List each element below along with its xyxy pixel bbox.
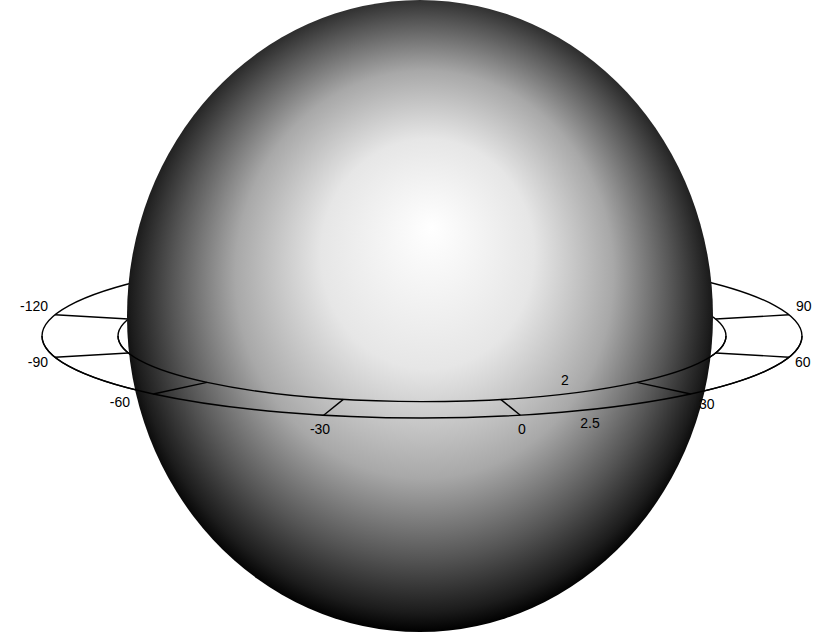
angle-tick xyxy=(637,382,691,394)
radius-label: 2.5 xyxy=(580,415,599,431)
angle-tick xyxy=(501,399,521,415)
ring-front-arc xyxy=(118,336,726,402)
angle-tick xyxy=(716,353,789,357)
angle-tick xyxy=(716,315,789,319)
angle-label: 0 xyxy=(518,421,526,437)
angle-label: 60 xyxy=(795,354,811,370)
angle-label: -120 xyxy=(20,298,48,314)
sphere xyxy=(127,0,713,632)
angle-label: 30 xyxy=(699,396,715,412)
radius-label: 2 xyxy=(561,372,569,388)
ring-front xyxy=(42,336,802,418)
angle-label: 90 xyxy=(796,298,812,314)
angle-label: -60 xyxy=(110,394,130,410)
angle-tick xyxy=(55,353,128,357)
ring-front-arc xyxy=(42,336,802,418)
angle-label: -30 xyxy=(310,421,330,437)
angle-tick xyxy=(55,315,128,319)
angle-label: -90 xyxy=(28,354,48,370)
angle-tick xyxy=(153,382,207,394)
angle-tick xyxy=(324,399,344,415)
